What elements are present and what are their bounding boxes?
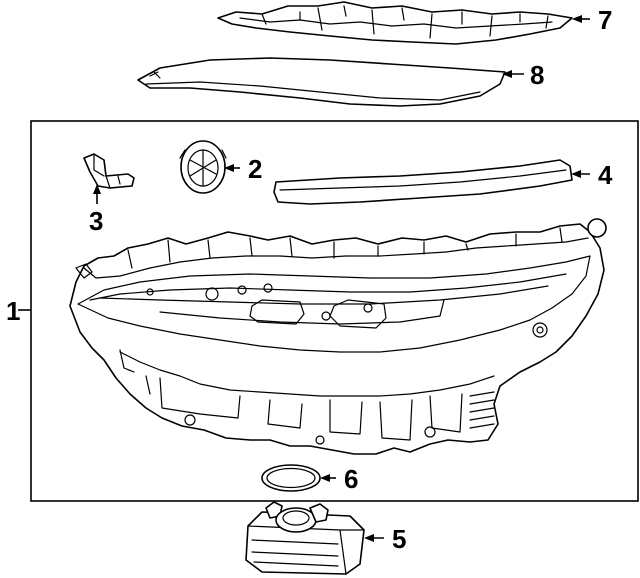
callout-3: 3 (89, 206, 103, 236)
part-4-trim-strip (273, 159, 573, 205)
leader-lines (18, 15, 590, 542)
assembly-frame (30, 120, 639, 502)
part-1-headlamp-assembly (69, 218, 607, 455)
part-5-control-module (245, 501, 365, 575)
callout-1: 1 (6, 296, 20, 326)
part-7-upper-bracket (217, 1, 573, 45)
part-3-clip (83, 153, 135, 189)
part-2-cap (179, 140, 227, 194)
callout-5: 5 (392, 524, 406, 554)
callout-2: 2 (248, 154, 262, 184)
callout-6: 6 (344, 464, 358, 494)
part-8-lens-cover (137, 57, 506, 107)
callout-7: 7 (598, 5, 612, 35)
callout-8: 8 (530, 60, 544, 90)
callout-4: 4 (598, 160, 613, 190)
part-6-o-ring (261, 464, 321, 492)
